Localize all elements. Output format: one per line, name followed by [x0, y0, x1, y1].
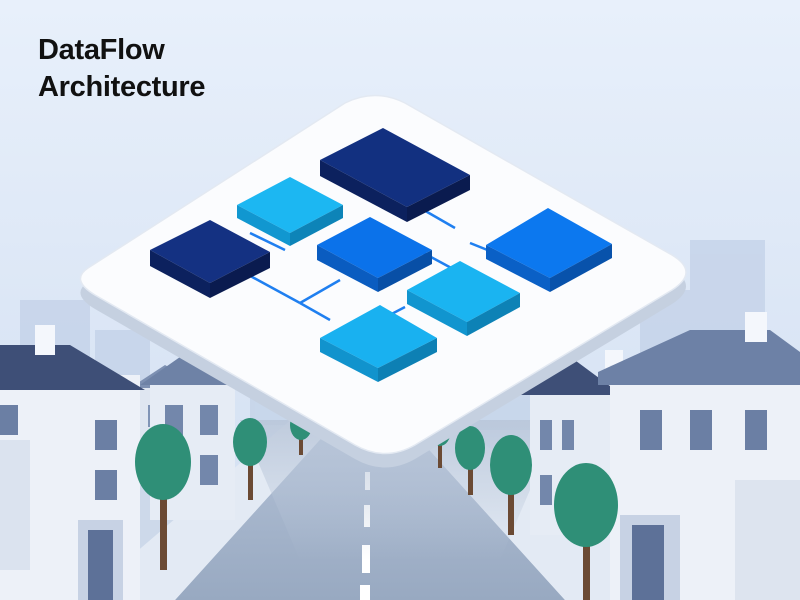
flow-block: [320, 305, 437, 382]
flow-block: [237, 177, 343, 246]
title-line-2: Architecture: [38, 71, 206, 103]
tree: [455, 426, 485, 495]
flow-block: [486, 208, 612, 292]
page-title: DataFlow Architecture: [38, 32, 206, 106]
flow-block: [150, 220, 270, 298]
street-trees: [135, 410, 618, 600]
left-houses: [0, 325, 245, 600]
flow-block: [320, 128, 470, 222]
right-houses: [520, 312, 800, 600]
flow-connectors: [242, 203, 501, 322]
title-line-1: DataFlow: [38, 34, 165, 66]
data-blocks: [150, 128, 612, 382]
flow-block: [317, 217, 432, 292]
tree: [233, 418, 267, 500]
tree: [135, 424, 191, 570]
flow-block: [407, 261, 520, 336]
tree: [554, 463, 618, 600]
tree: [490, 435, 532, 535]
